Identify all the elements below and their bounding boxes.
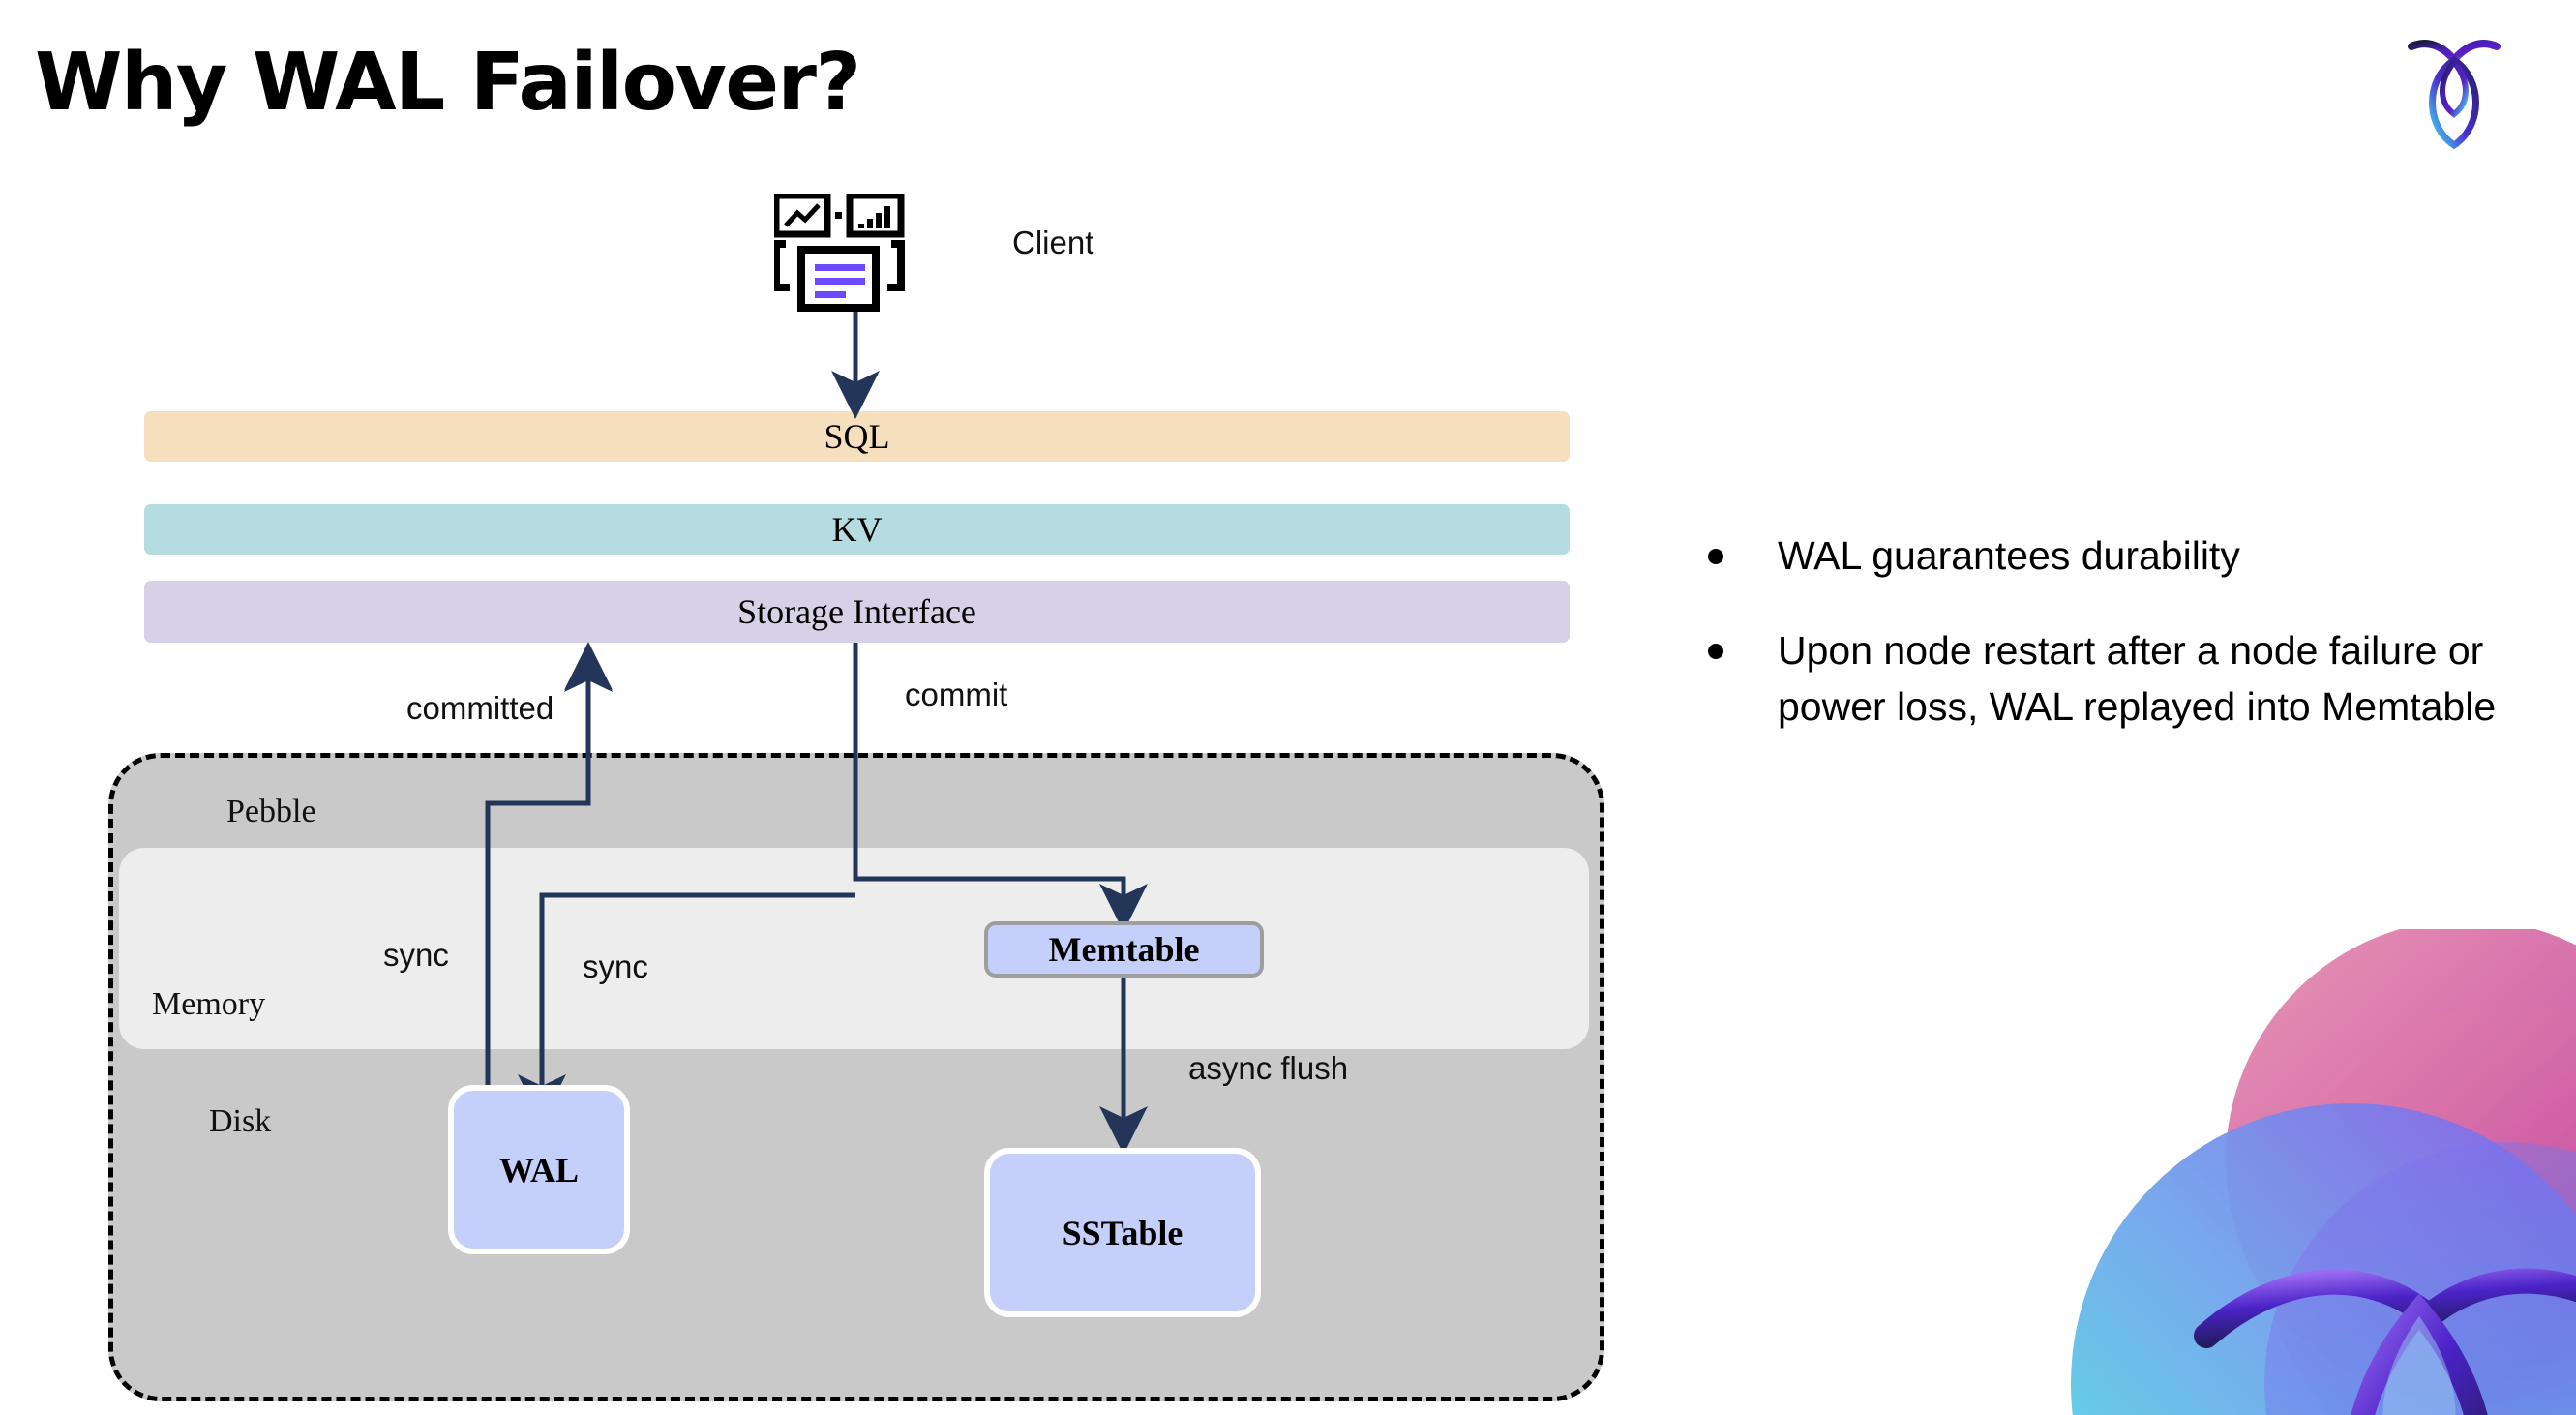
list-item: WAL guarantees durability [1708, 527, 2531, 584]
layer-bar-kv-label: KV [831, 510, 883, 549]
edge-label-committed: committed [406, 690, 554, 726]
bullet-dot-icon [1708, 644, 1723, 660]
bullet-text: WAL guarantees durability [1778, 533, 2240, 578]
zone-label-disk: Disk [209, 1103, 272, 1139]
client-label: Client [1012, 225, 1094, 260]
bullet-text: Upon node restart after a node failure o… [1778, 628, 2497, 730]
node-sstable-label: SSTable [1062, 1213, 1183, 1252]
cockroachdb-logo [2404, 33, 2504, 151]
client-dashboard-icon [772, 192, 925, 314]
layer-bar-storage-interface-label: Storage Interface [737, 592, 976, 631]
decorative-logo-watermark [1964, 919, 2576, 1415]
zone-label-pebble: Pebble [226, 794, 316, 829]
edge-label-async-flush: async flush [1188, 1050, 1349, 1086]
layer-bar-sql: SQL [144, 411, 1570, 462]
page-title: Why WAL Failover? [35, 37, 861, 129]
layer-bar-kv: KV [144, 504, 1570, 555]
list-item: Upon node restart after a node failure o… [1708, 622, 2531, 735]
node-memtable-label: Memtable [1048, 930, 1200, 969]
edge-label-sync-left: sync [383, 937, 449, 973]
edge-label-sync-right: sync [583, 948, 648, 984]
node-wal-label: WAL [498, 1150, 580, 1189]
layer-bar-sql-label: SQL [824, 417, 890, 456]
node-wal: WAL [448, 1085, 630, 1254]
node-memtable: Memtable [984, 921, 1264, 978]
bullet-list: WAL guarantees durability Upon node rest… [1708, 527, 2531, 774]
layer-bar-storage-interface: Storage Interface [144, 581, 1570, 643]
zone-label-memory: Memory [152, 986, 266, 1022]
memory-band [119, 848, 1589, 1049]
bullet-dot-icon [1708, 549, 1723, 564]
edge-label-commit: commit [905, 677, 1008, 712]
node-sstable: SSTable [984, 1148, 1261, 1317]
